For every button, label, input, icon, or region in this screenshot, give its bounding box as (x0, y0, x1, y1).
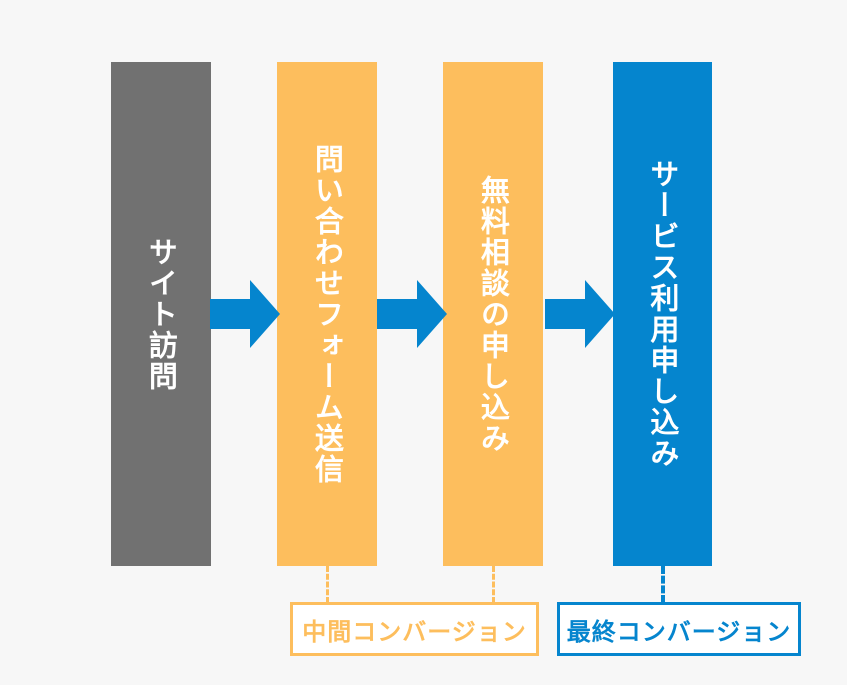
funnel-stage-inquiry-form-submit: 問い合わせフォーム送信 (277, 62, 377, 566)
connector-line-consultation-to-middle-conversion (492, 566, 495, 603)
final-conversion-label-text: 最終コンバージョン (566, 617, 792, 646)
connector-line-inquiry-form-to-middle-conversion (326, 566, 329, 603)
stage-label-free-consultation-apply: 無料相談の申し込み (476, 174, 511, 454)
stage-label-inquiry-form-submit: 問い合わせフォーム送信 (310, 143, 345, 485)
final-conversion-label-box: 最終コンバージョン (557, 602, 801, 656)
funnel-stage-site-visit: サイト訪問 (111, 62, 211, 566)
middle-conversion-label-box: 中間コンバージョン (290, 602, 539, 656)
connector-line-service-to-final-conversion (661, 566, 665, 603)
stage-label-service-apply: サービス利用申し込み (645, 159, 680, 469)
arrow-right-icon (210, 280, 280, 348)
arrow-right-icon (377, 280, 447, 348)
stage-label-site-visit: サイト訪問 (144, 236, 179, 392)
middle-conversion-label-text: 中間コンバージョン (302, 617, 527, 646)
arrow-right-icon (545, 280, 615, 348)
funnel-stage-free-consultation-apply: 無料相談の申し込み (443, 62, 543, 566)
funnel-stage-service-apply: サービス利用申し込み (613, 62, 712, 566)
